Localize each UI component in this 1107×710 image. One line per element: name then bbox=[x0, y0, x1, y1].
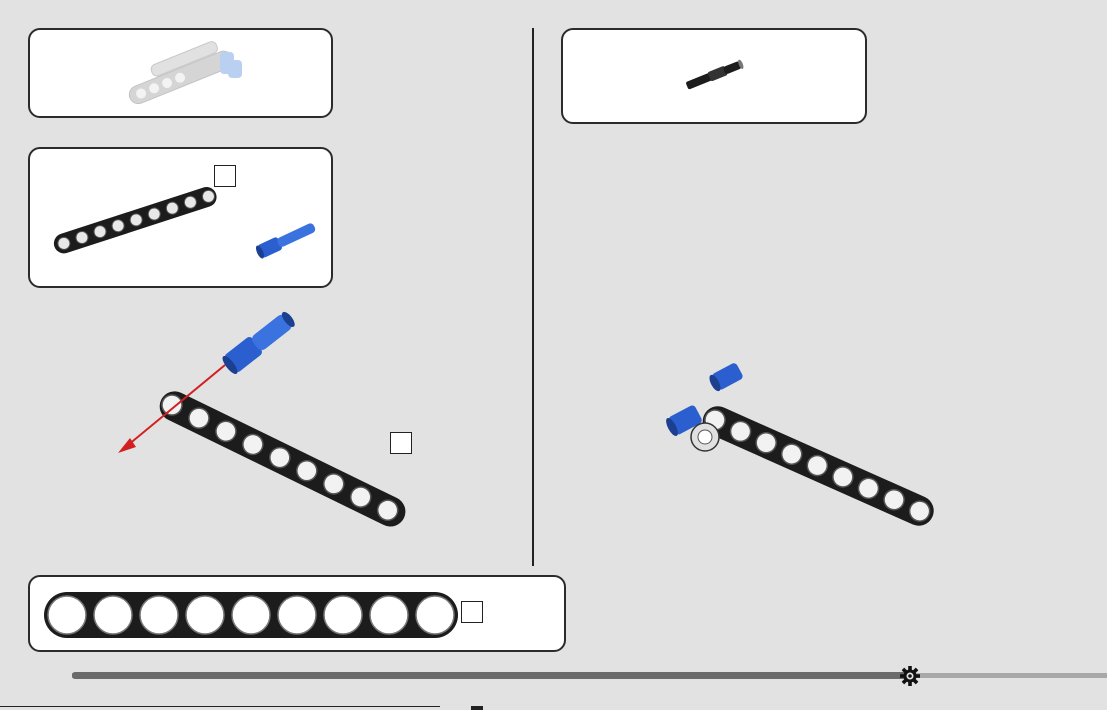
step-divider bbox=[532, 28, 534, 566]
page-edge-line bbox=[0, 706, 440, 707]
parts-list-panel bbox=[28, 147, 333, 288]
ruler-hole bbox=[48, 596, 86, 634]
gear-icon bbox=[899, 665, 921, 687]
previous-model-image bbox=[30, 30, 335, 120]
ruler-hole bbox=[370, 596, 408, 634]
ruler-hole bbox=[94, 596, 132, 634]
callout-quantity-box bbox=[390, 432, 412, 454]
ruler-hole bbox=[324, 596, 362, 634]
page-edge-mark bbox=[471, 706, 483, 710]
axle-pin-part-image bbox=[563, 30, 869, 126]
previous-model-panel bbox=[28, 28, 333, 118]
parts-list-panel-right bbox=[561, 28, 867, 124]
completed-assembly-image bbox=[660, 365, 980, 525]
ruler-quantity-box bbox=[461, 601, 483, 623]
progress-fill bbox=[72, 672, 910, 679]
ruler-hole bbox=[232, 596, 270, 634]
ruler-hole bbox=[186, 596, 224, 634]
beam-ruler-image bbox=[30, 577, 568, 654]
part-ruler-panel bbox=[28, 575, 566, 652]
ruler-hole bbox=[140, 596, 178, 634]
ruler-hole bbox=[278, 596, 316, 634]
blue-pin-part-image bbox=[30, 149, 335, 290]
assembly-step-image bbox=[100, 300, 550, 560]
ruler-hole bbox=[416, 596, 454, 634]
